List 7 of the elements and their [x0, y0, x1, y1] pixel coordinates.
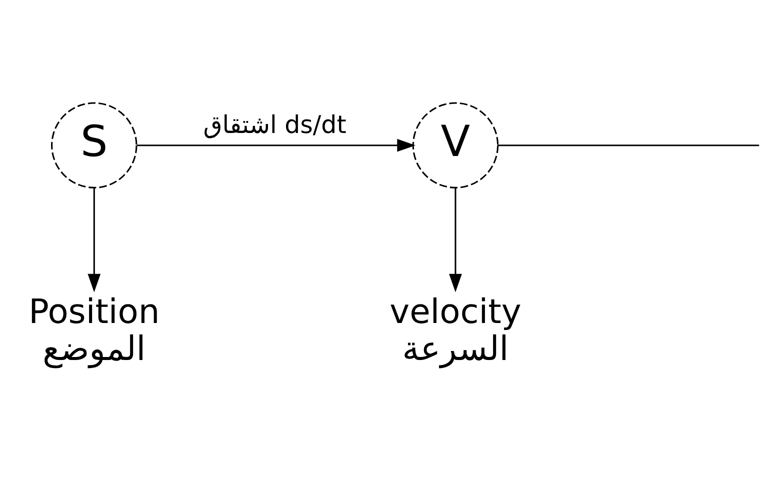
arrow — [449, 187, 462, 292]
node-circle: V — [412, 102, 499, 188]
node-circle: S — [51, 102, 138, 188]
connector — [498, 144, 760, 146]
arrow — [88, 187, 101, 292]
arrow — [137, 138, 416, 152]
edge-label: اشتقاق ds/dt — [203, 109, 346, 138]
